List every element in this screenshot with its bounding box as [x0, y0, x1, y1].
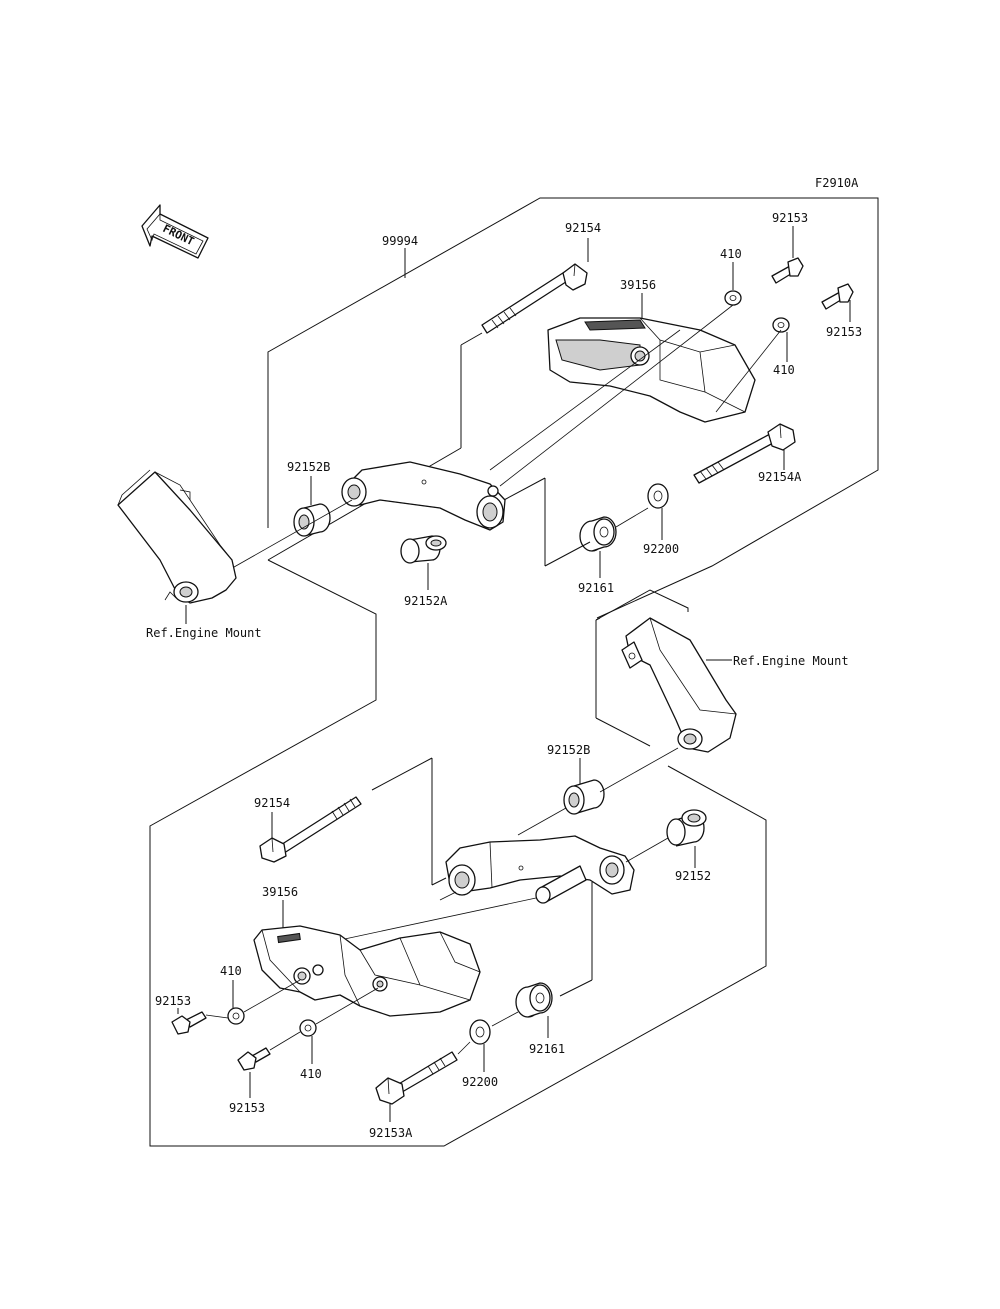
lower-screw-left-label: 92153	[155, 994, 191, 1008]
right-engine-mount-label: Ref.Engine Mount	[733, 654, 849, 668]
left-engine-mount-ref	[117, 469, 237, 604]
lower-collar-label: 92152	[675, 869, 711, 883]
upper-set-label: 99994	[382, 234, 418, 248]
lower-rubber-label: 92161	[529, 1042, 565, 1056]
upper-flange-bolt-label: 92154A	[758, 470, 802, 484]
upper-collar-a	[400, 535, 447, 564]
lower-rubber-damper	[515, 982, 553, 1018]
upper-large-washer-label: 92200	[643, 542, 679, 556]
upper-spacer-b	[293, 503, 331, 537]
lower-mount-bracket	[445, 835, 635, 896]
lower-screw-bottom-label: 92153	[229, 1101, 265, 1115]
left-engine-mount-label: Ref.Engine Mount	[146, 626, 262, 640]
front-arrow-icon: FRONT	[141, 204, 209, 259]
lower-spacer-b-label: 92152B	[547, 743, 590, 757]
lower-flange-bolt-label: 92153A	[369, 1126, 413, 1140]
upper-screw-top-label: 92153	[772, 211, 808, 225]
lower-washer-left	[227, 1007, 245, 1025]
upper-frame-slider	[547, 317, 756, 423]
lower-washer-bottom	[299, 1019, 317, 1037]
upper-long-bolt	[481, 263, 588, 334]
upper-mount-bracket	[341, 461, 506, 531]
upper-washer-top	[724, 290, 742, 306]
upper-rubber-damper	[579, 516, 617, 552]
upper-slider-label: 39156	[620, 278, 656, 292]
lower-frame-slider	[253, 925, 481, 1017]
right-engine-mount-ref	[621, 617, 737, 753]
upper-spacer-b-label: 92152B	[287, 460, 330, 474]
upper-collar-a-label: 92152A	[404, 594, 448, 608]
upper-washer-right-label: 410	[773, 363, 795, 377]
right-engine-mount-frame	[595, 589, 689, 747]
lower-flange-bolt	[375, 1051, 458, 1105]
lower-large-washer-label: 92200	[462, 1075, 498, 1089]
upper-set-frame	[267, 197, 879, 619]
upper-flange-bolt	[693, 423, 796, 484]
lower-screw-bottom	[237, 1047, 271, 1071]
upper-screw-right-label: 92153	[826, 325, 862, 339]
upper-rubber-label: 92161	[578, 581, 614, 595]
upper-washer-right	[772, 317, 790, 333]
diagram-code: F2910A	[815, 176, 859, 190]
lower-slider-label: 39156	[262, 885, 298, 899]
upper-large-washer	[647, 483, 669, 509]
lower-washer-bottom-label: 410	[300, 1067, 322, 1081]
upper-bolt-label: 92154	[565, 221, 601, 235]
upper-screw-top	[771, 257, 804, 284]
lower-washer-left-label: 410	[220, 964, 242, 978]
upper-screw-right	[821, 283, 854, 310]
lower-long-bolt	[259, 796, 362, 863]
lower-large-washer	[469, 1019, 491, 1045]
lower-spacer-tube	[535, 865, 587, 904]
lower-screw-left	[171, 1011, 207, 1035]
lower-bolt-label: 92154	[254, 796, 290, 810]
upper-washer-top-label: 410	[720, 247, 742, 261]
lower-collar	[666, 809, 707, 847]
lower-spacer-b	[563, 779, 605, 815]
